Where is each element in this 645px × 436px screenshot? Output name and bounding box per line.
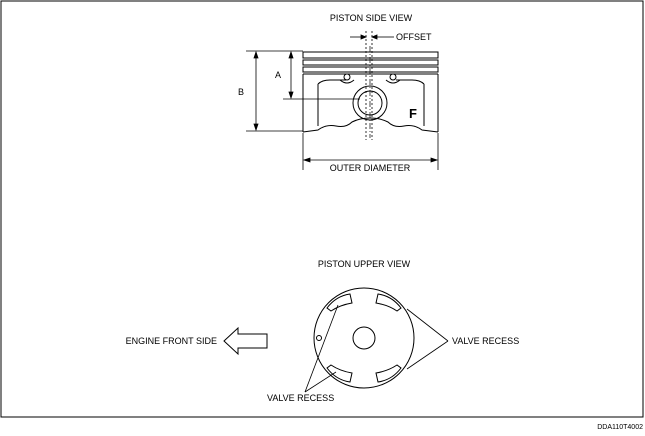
engine-front-arrow-icon xyxy=(223,326,268,356)
side-view-title: PISTON SIDE VIEW xyxy=(330,13,413,23)
valve-recess-bottom-label: VALVE RECESS xyxy=(267,393,334,403)
front-mark-f: F xyxy=(409,106,417,121)
dimension-b xyxy=(246,50,303,132)
outer-diameter-label: OUTER DIAMETER xyxy=(330,163,411,173)
offset-marker xyxy=(350,31,394,140)
valve-recess-leaders xyxy=(304,304,449,393)
engine-front-label: ENGINE FRONT SIDE xyxy=(126,336,217,346)
dim-a-label: A xyxy=(275,70,281,80)
figure-code: DDA110T4002 xyxy=(597,424,643,431)
piston-side-body xyxy=(302,51,439,133)
dim-b-label: B xyxy=(238,87,244,97)
dimension-a xyxy=(283,50,360,100)
upper-view-title: PISTON UPPER VIEW xyxy=(318,259,411,269)
figure-frame xyxy=(0,0,644,418)
valve-recess-right-label: VALVE RECESS xyxy=(452,336,519,346)
dimension-outer-diameter xyxy=(302,133,439,170)
piston-upper-body xyxy=(313,287,415,389)
offset-label: OFFSET xyxy=(396,32,432,42)
